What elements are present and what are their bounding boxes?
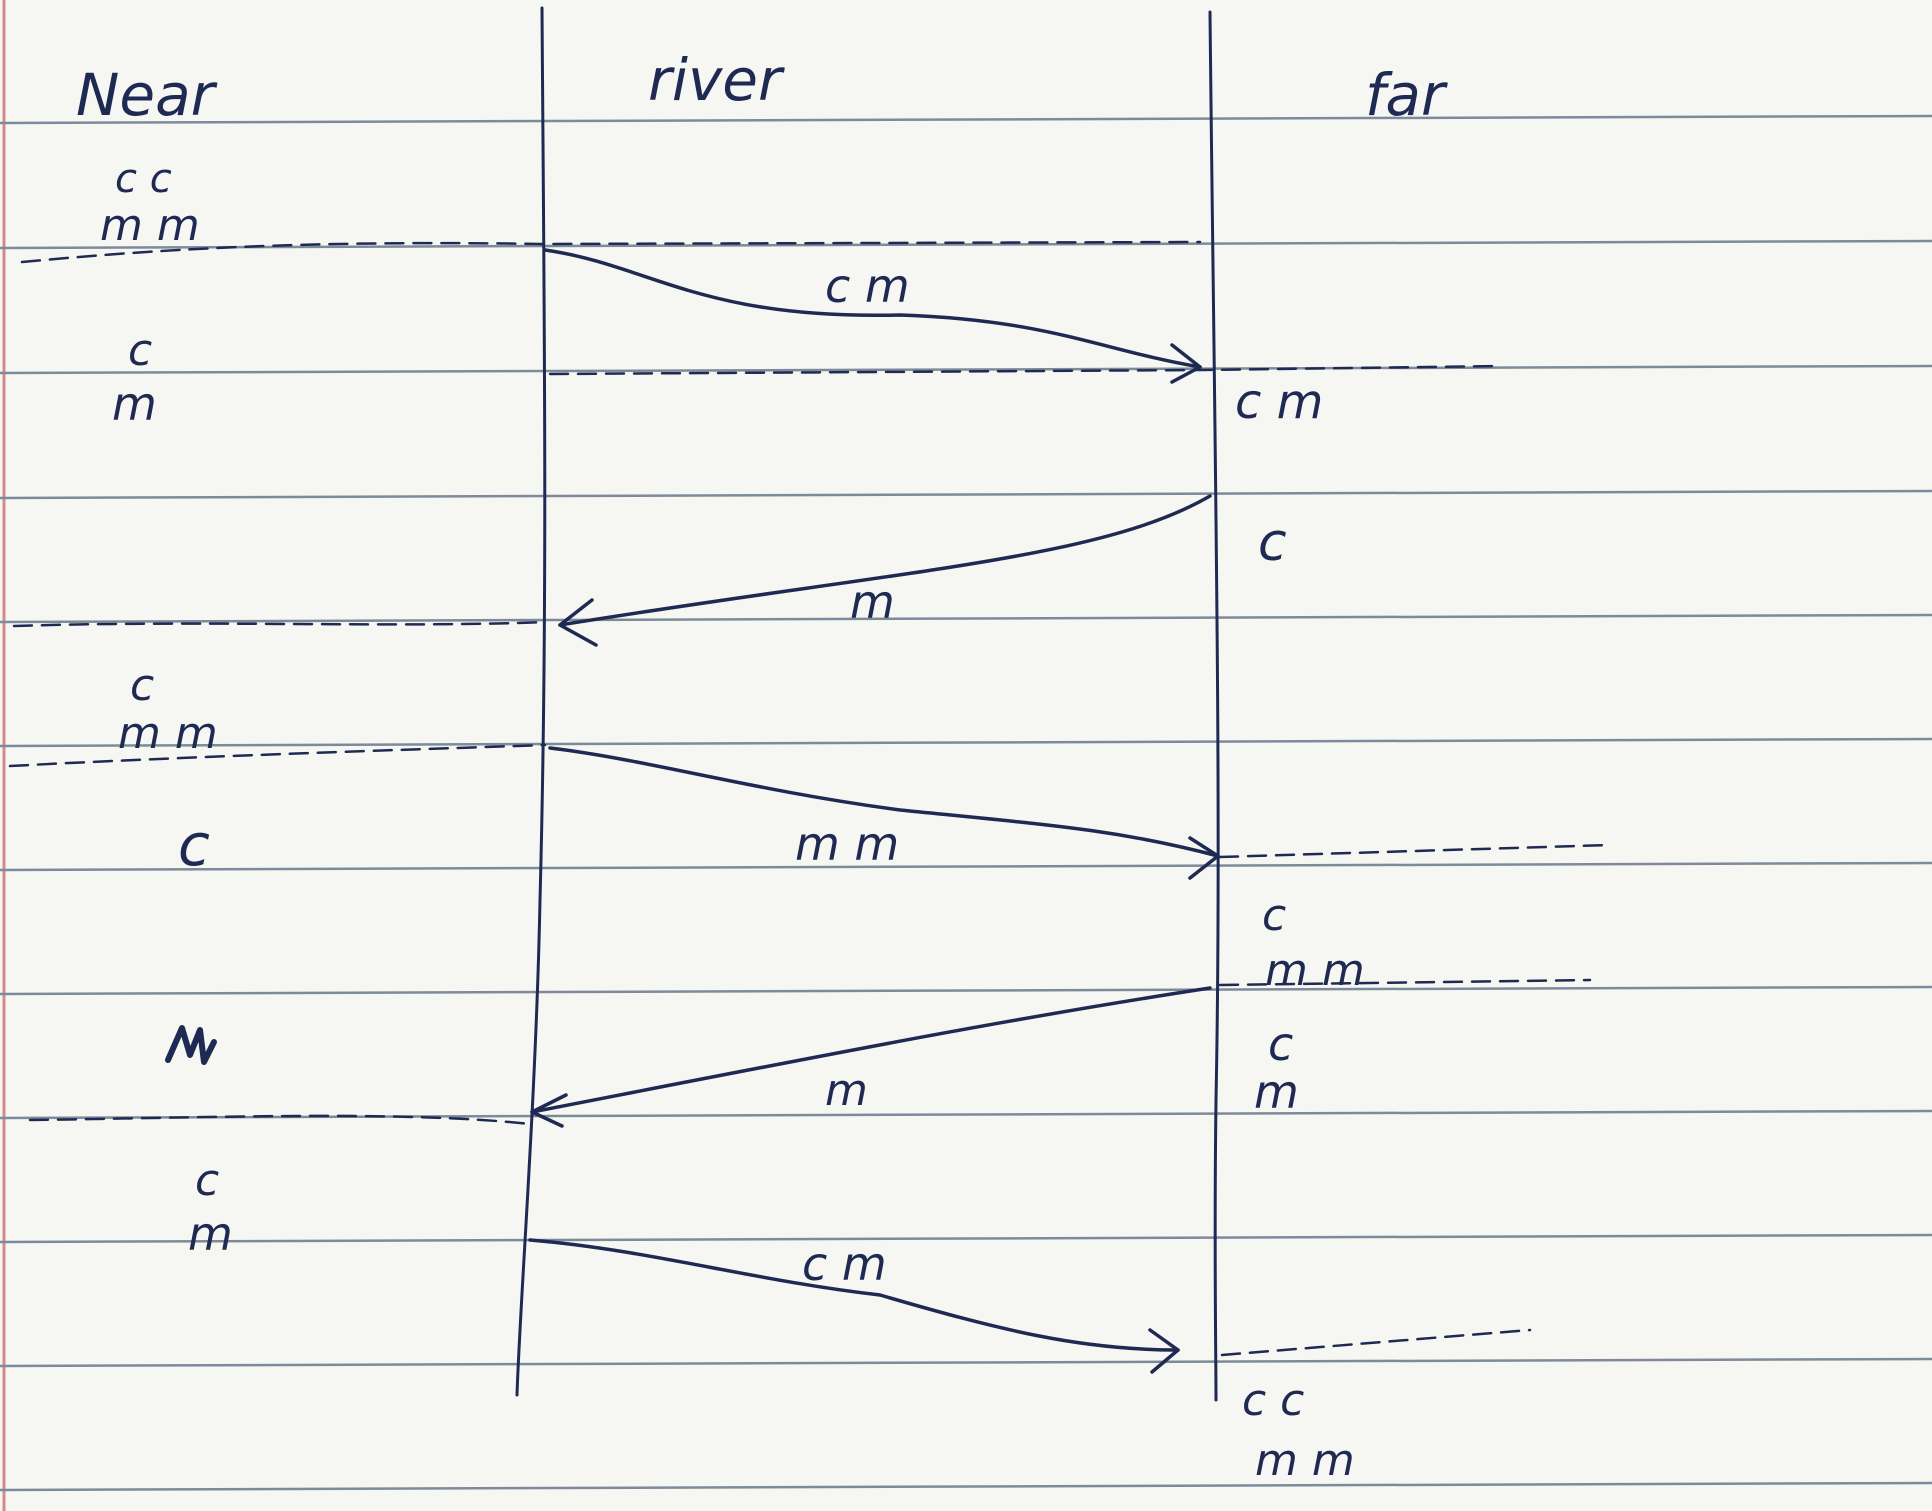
rule-line bbox=[0, 985, 1932, 996]
arrow-crossing-2 bbox=[558, 494, 1212, 627]
header-river: river bbox=[648, 46, 785, 114]
rule-line bbox=[0, 1357, 1932, 1368]
crossing-label-2: m bbox=[850, 575, 895, 629]
near-label-4-c: c bbox=[178, 811, 210, 879]
far-label-5-c: c c bbox=[1242, 1375, 1304, 1426]
rule-line bbox=[0, 737, 1932, 748]
header-far: far bbox=[1365, 61, 1448, 129]
column-dividers bbox=[515, 6, 1220, 1402]
scribble-mark bbox=[165, 1025, 217, 1065]
near-label-2-m: m bbox=[112, 377, 157, 431]
near-label-1-m: m m bbox=[100, 200, 200, 251]
arrowhead-5 bbox=[1148, 1328, 1180, 1374]
crossing-label-4: m bbox=[825, 1065, 868, 1116]
rule-line bbox=[0, 114, 1932, 125]
dash-far-8 bbox=[1220, 1328, 1532, 1357]
dash-far-5 bbox=[1218, 843, 1612, 859]
rule-line bbox=[0, 489, 1932, 500]
dash-near-1 bbox=[20, 240, 1202, 264]
arrowhead-4 bbox=[530, 1093, 568, 1128]
far-label-4-m: m bbox=[1254, 1065, 1299, 1119]
crossing-label-3: m m bbox=[795, 817, 899, 871]
dashed-markers bbox=[8, 240, 1612, 1357]
arrow-crossing-1 bbox=[543, 248, 1202, 369]
near-label-3-m: m m bbox=[118, 708, 218, 759]
arrowhead-2 bbox=[558, 598, 598, 647]
far-label-2: c bbox=[1258, 513, 1287, 573]
rule-line bbox=[0, 364, 1932, 375]
rule-line bbox=[0, 1233, 1932, 1244]
crossing-arrows bbox=[528, 248, 1220, 1374]
arrowhead-1 bbox=[1170, 343, 1202, 384]
far-label-4-c: c bbox=[1268, 1017, 1293, 1071]
crossing-label-5: c m bbox=[802, 1237, 887, 1291]
arrow-crossing-5 bbox=[528, 1238, 1180, 1352]
ruled-lines bbox=[0, 114, 1932, 1492]
dash-far-6 bbox=[1218, 978, 1592, 987]
rule-line bbox=[0, 861, 1932, 872]
rule-line bbox=[0, 1481, 1932, 1492]
dash-near-4 bbox=[8, 743, 547, 768]
right-bank-line bbox=[1208, 10, 1220, 1402]
far-label-3-c: c bbox=[1262, 890, 1286, 941]
rule-line bbox=[0, 239, 1932, 250]
far-label-5-m: m m bbox=[1255, 1435, 1355, 1486]
dash-near-7 bbox=[28, 1114, 532, 1126]
rule-line bbox=[0, 613, 1932, 624]
header-near: Near bbox=[76, 61, 218, 129]
arrow-crossing-4 bbox=[530, 986, 1212, 1114]
dash-river-2 bbox=[548, 364, 1502, 376]
near-label-1-c: c c bbox=[115, 156, 172, 202]
near-label-2-c: c bbox=[128, 325, 152, 376]
near-label-3-c: c bbox=[130, 660, 154, 711]
dash-near-3 bbox=[12, 620, 547, 628]
arrow-crossing-3 bbox=[548, 746, 1220, 858]
far-label-1: c m bbox=[1235, 374, 1323, 430]
far-label-3-m: m m bbox=[1265, 945, 1365, 996]
crossing-label-1: c m bbox=[825, 259, 910, 313]
left-bank-line bbox=[515, 6, 547, 1397]
near-label-6-c: c bbox=[195, 1155, 219, 1206]
near-label-6-m: m bbox=[188, 1207, 233, 1261]
arrowhead-3 bbox=[1188, 836, 1220, 880]
